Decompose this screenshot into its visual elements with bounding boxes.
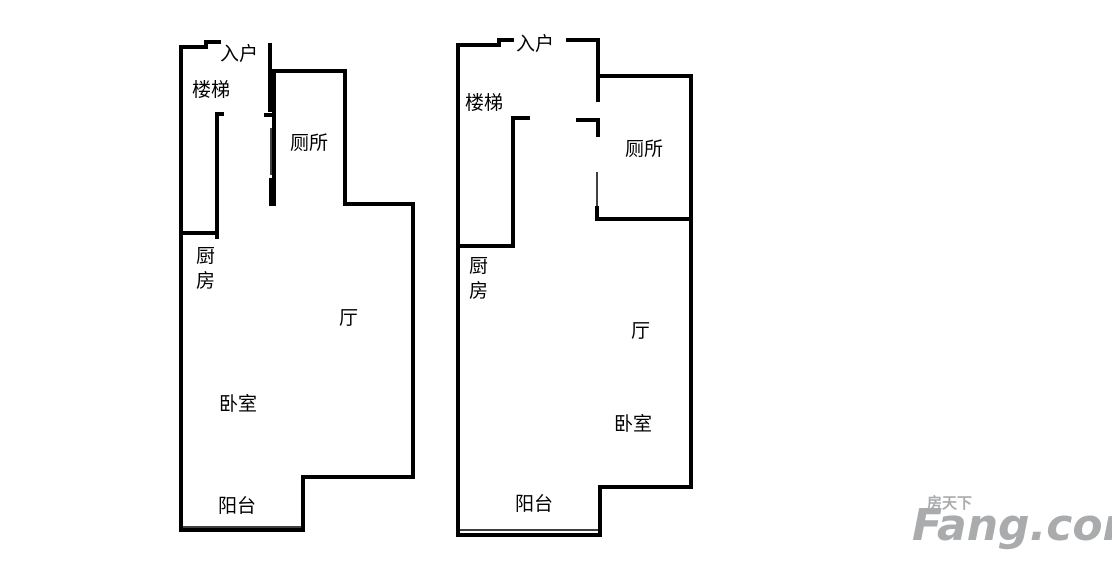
left-label-balcony: 阳台 (218, 495, 256, 517)
left-outer-wall (179, 40, 415, 532)
floor-plan-right: 入户 楼梯 厕所 厨 房 厅 卧室 阳台 (456, 33, 693, 537)
fang-watermark: 房天下 Fang.com (912, 494, 1112, 551)
right-label-toilet: 厕所 (625, 138, 663, 160)
right-outer-wall (456, 38, 693, 537)
right-label-stairs: 楼梯 (465, 92, 503, 114)
right-label-kitchen-1: 厨 (469, 255, 488, 277)
left-label-stairs: 楼梯 (192, 79, 230, 101)
left-label-kitchen-1: 厨 (196, 245, 215, 267)
left-label-kitchen-2: 房 (196, 270, 215, 292)
watermark-tagline: 房天下 (927, 494, 972, 512)
right-label-entrance: 入户 (516, 33, 554, 55)
right-label-kitchen-2: 房 (469, 280, 488, 302)
left-label-toilet: 厕所 (290, 132, 328, 154)
left-label-bedroom: 卧室 (219, 393, 257, 415)
right-label-bedroom: 卧室 (614, 413, 652, 435)
left-label-living: 厅 (339, 307, 358, 329)
right-label-balcony: 阳台 (515, 493, 553, 515)
left-label-entrance: 入户 (220, 43, 258, 65)
floor-plan-left: 入户 楼梯 厕所 厨 房 厅 卧室 阳台 (179, 40, 415, 532)
right-label-living: 厅 (631, 320, 650, 342)
watermark-brand: Fang.com (912, 500, 1112, 551)
